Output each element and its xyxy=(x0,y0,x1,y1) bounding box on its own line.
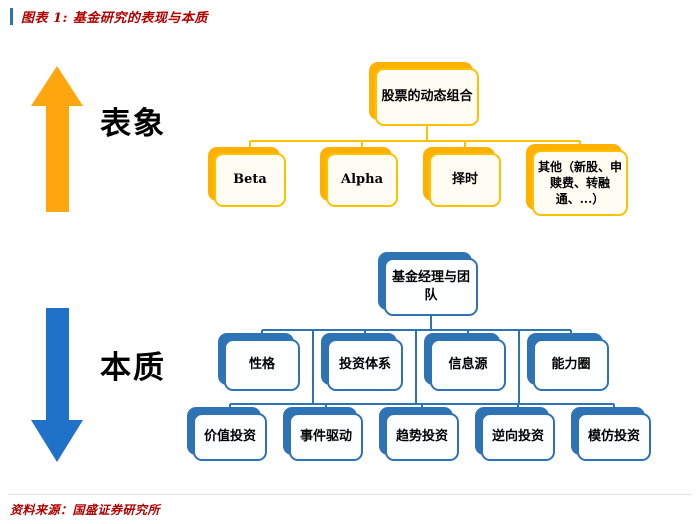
node-label: Beta xyxy=(214,153,286,207)
node-stock-dynamic-portfolio: 股票的动态组合 xyxy=(369,62,479,126)
node-imitation-investing: 模仿投资 xyxy=(571,407,651,461)
node-event-driven: 事件驱动 xyxy=(283,407,363,461)
down-arrow-head xyxy=(31,420,83,462)
surface-label: 表象 xyxy=(100,106,166,142)
node-fund-manager-team: 基金经理与团队 xyxy=(378,252,478,316)
node-timing: 择时 xyxy=(423,147,501,207)
node-label: 择时 xyxy=(429,153,501,207)
node-label: 趋势投资 xyxy=(385,413,459,461)
footer-divider xyxy=(8,494,692,495)
node-information-source: 信息源 xyxy=(424,333,506,391)
node-beta: Beta xyxy=(208,147,286,207)
down-arrow xyxy=(31,308,83,462)
node-label: Alpha xyxy=(326,153,398,207)
node-alpha: Alpha xyxy=(320,147,398,207)
node-label: 事件驱动 xyxy=(289,413,363,461)
node-label: 股票的动态组合 xyxy=(375,68,479,126)
node-label: 逆向投资 xyxy=(481,413,555,461)
node-label: 其他（新股、申赎费、转融通、...） xyxy=(532,150,628,216)
source-note: 资料来源：国盛证券研究所 xyxy=(10,503,161,517)
node-contrarian-investing: 逆向投资 xyxy=(475,407,555,461)
essence-label: 本质 xyxy=(100,350,166,386)
up-arrow-head xyxy=(31,66,83,106)
figure-title: 图表 1: 基金研究的表现与本质 xyxy=(21,11,208,26)
up-arrow xyxy=(31,66,83,212)
down-arrow-shaft xyxy=(45,308,69,420)
node-label: 模仿投资 xyxy=(577,413,651,461)
node-others: 其他（新股、申赎费、转融通、...） xyxy=(526,144,628,216)
node-label: 信息源 xyxy=(430,339,506,391)
node-label: 能力圈 xyxy=(533,339,609,391)
node-circle-of-competence: 能力圈 xyxy=(527,333,609,391)
node-personality: 性格 xyxy=(218,333,300,391)
up-arrow-shaft xyxy=(45,106,69,212)
node-value-investing: 价值投资 xyxy=(187,407,267,461)
node-label: 价值投资 xyxy=(193,413,267,461)
node-investment-system: 投资体系 xyxy=(321,333,403,391)
node-label: 基金经理与团队 xyxy=(384,258,478,316)
node-label: 性格 xyxy=(224,339,300,391)
node-trend-investing: 趋势投资 xyxy=(379,407,459,461)
node-label: 投资体系 xyxy=(327,339,403,391)
title-accent-bar xyxy=(10,8,13,25)
